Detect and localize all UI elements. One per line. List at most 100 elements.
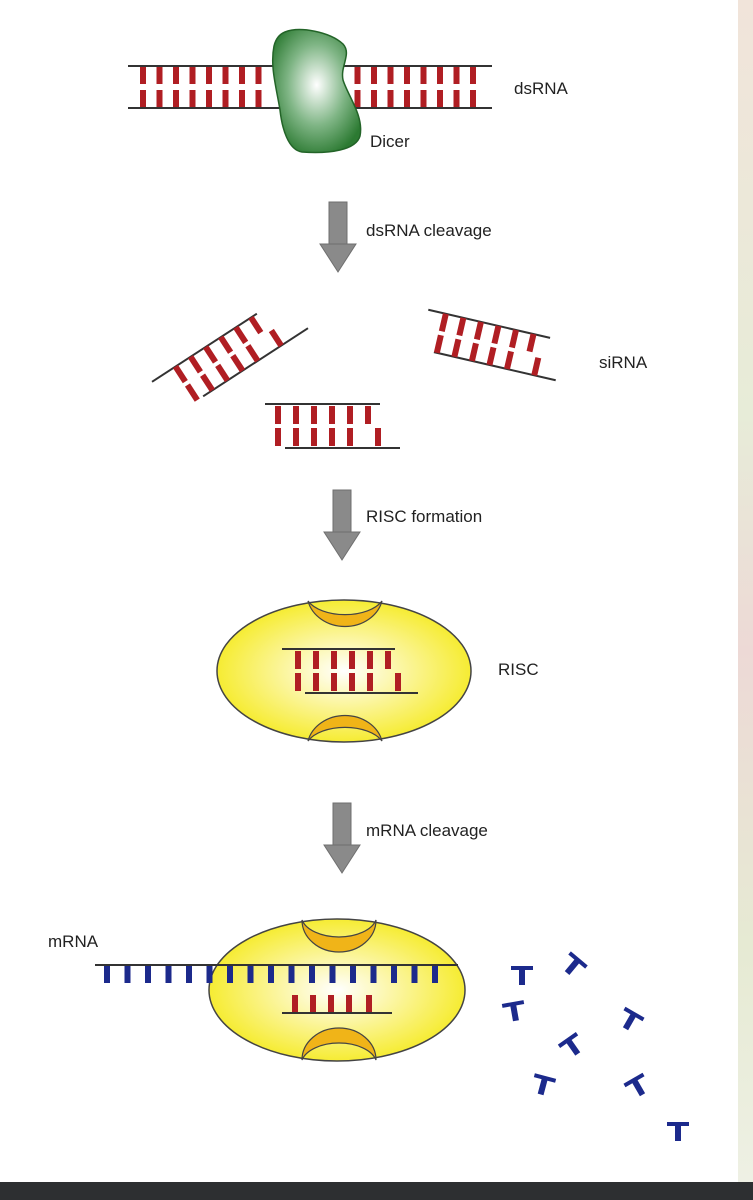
sirna-base-pairs <box>275 406 381 446</box>
base-tick <box>206 67 212 84</box>
mrna-base-tick <box>432 966 438 983</box>
base-tick <box>293 428 299 446</box>
risc-label: RISC <box>498 660 539 679</box>
base-tick <box>371 67 377 84</box>
base-tick <box>275 428 281 446</box>
base-tick <box>275 406 281 424</box>
base-tick <box>433 334 444 354</box>
base-tick <box>349 651 355 669</box>
cleaved-mrna-fragments <box>501 951 689 1141</box>
sirna-fragment-bottom <box>265 403 400 449</box>
mrna-base-tick <box>411 966 418 983</box>
base-tick <box>387 90 394 107</box>
mrna-fragment <box>511 966 533 985</box>
base-tick <box>420 90 427 107</box>
sirna-label: siRNA <box>599 353 648 372</box>
base-tick <box>531 357 542 376</box>
base-tick <box>486 346 497 366</box>
sirna-fragment-right <box>428 308 556 382</box>
guide-base-tick <box>346 995 352 1012</box>
mrna-base-tick <box>288 966 295 983</box>
mrna-base-tick <box>370 966 377 983</box>
guide-bases <box>292 995 372 1012</box>
base-tick <box>491 325 502 345</box>
base-tick <box>173 90 179 107</box>
base-tick <box>255 90 262 107</box>
base-tick <box>354 90 361 107</box>
base-tick <box>329 428 335 446</box>
base-tick <box>156 90 163 107</box>
base-tick <box>313 673 319 691</box>
mrna-base-tick <box>145 966 151 983</box>
base-tick <box>140 67 146 84</box>
guide-base-tick <box>310 995 316 1012</box>
base-tick <box>230 353 246 373</box>
base-tick <box>255 67 262 84</box>
mrna-base-tick <box>247 966 254 983</box>
base-tick <box>468 342 479 362</box>
base-tick <box>248 315 264 335</box>
base-tick <box>140 90 146 107</box>
mrna-base-tick <box>350 966 356 983</box>
mrna-bases <box>104 966 438 983</box>
base-tick <box>367 673 373 691</box>
mrna-base-tick <box>268 966 274 983</box>
risc-pocket-top <box>301 919 377 953</box>
step-mrna-cleavage-label: mRNA cleavage <box>366 821 488 840</box>
base-tick <box>453 90 460 107</box>
dsrna-duplex <box>128 65 492 109</box>
mrna-base-tick <box>309 966 315 983</box>
guide-base-tick <box>292 995 298 1012</box>
base-tick <box>420 67 427 84</box>
dicer-label: Dicer <box>370 132 410 151</box>
mrna-fragment <box>564 951 588 975</box>
base-tick <box>215 363 230 383</box>
base-tick <box>456 317 467 337</box>
base-tick <box>331 673 337 691</box>
base-tick <box>311 406 317 424</box>
base-tick <box>329 406 335 424</box>
base-tick <box>451 338 462 358</box>
base-tick <box>437 90 443 107</box>
guide-base-tick <box>328 995 334 1012</box>
sirna-base-pairs <box>295 651 401 691</box>
mrna-base-tick <box>124 966 131 983</box>
dsrna-base-pairs <box>140 67 476 107</box>
base-tick <box>311 428 317 446</box>
sirna-base-pairs <box>172 315 284 402</box>
base-tick <box>331 651 337 669</box>
base-tick <box>375 428 381 446</box>
base-tick <box>453 67 460 84</box>
mrna-fragment <box>622 1006 645 1031</box>
base-tick <box>470 90 476 107</box>
sirna-base-pairs <box>433 313 542 376</box>
base-tick <box>470 67 476 84</box>
sirna-fragment-left <box>151 312 309 402</box>
step-dsrna-cleavage-label: dsRNA cleavage <box>366 221 492 240</box>
dicer-enzyme <box>271 28 362 154</box>
mrna-base-tick <box>391 966 397 983</box>
base-tick <box>347 428 353 446</box>
risc-pocket-bottom <box>301 1027 377 1061</box>
mrna-fragment <box>533 1073 557 1096</box>
base-tick <box>239 67 245 84</box>
step-risc-formation-label: RISC formation <box>366 507 482 526</box>
base-tick <box>509 329 519 349</box>
base-tick <box>295 673 301 691</box>
base-tick <box>437 67 443 84</box>
mrna-fragment <box>667 1122 689 1141</box>
base-tick <box>404 90 410 107</box>
mrna-fragment <box>501 1000 525 1022</box>
dsrna-label: dsRNA <box>514 79 569 98</box>
mrna-fragment <box>557 1032 581 1056</box>
mrna-base-tick <box>227 966 233 983</box>
base-tick <box>347 406 353 424</box>
base-tick <box>526 333 537 353</box>
arrow-mrna-cleavage <box>323 802 361 874</box>
risc-pocket-top <box>307 600 383 628</box>
base-tick <box>268 328 284 348</box>
base-tick <box>387 67 394 84</box>
guide-base-tick <box>366 995 372 1012</box>
base-tick <box>189 67 196 84</box>
